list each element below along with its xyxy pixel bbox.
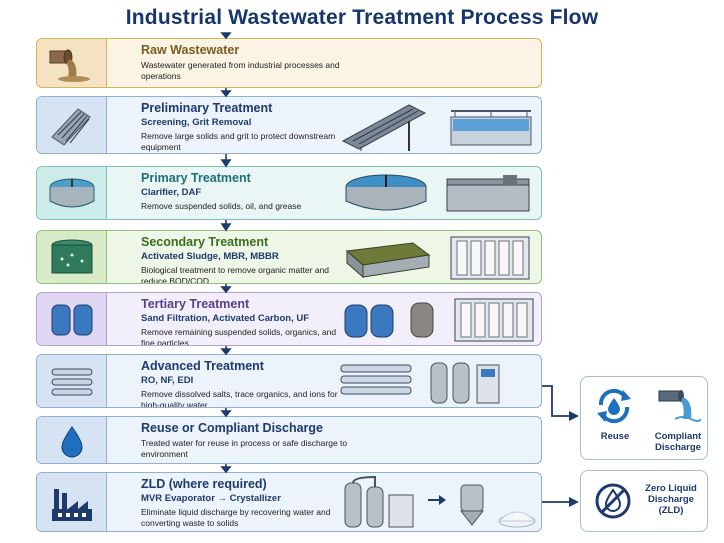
filter-vessels-icon: [48, 299, 96, 341]
stage-subtitle: Clarifier, DAF: [141, 187, 351, 199]
page-title: Industrial Wastewater Treatment Process …: [0, 6, 724, 30]
activated-sludge-basin-illustration: [341, 237, 433, 281]
stage-tertiary-treatment: Tertiary Treatment Sand Filtration, Acti…: [36, 292, 542, 346]
output-compliant-label: Compliant Discharge: [649, 431, 707, 453]
stage-raw-wastewater: Raw Wastewater Wastewater generated from…: [36, 38, 542, 88]
stage-icon-tile: [37, 293, 107, 345]
mvr-evaporator-illustration: [339, 475, 419, 531]
stage-description: Remove large solids and grit to protect …: [141, 131, 351, 153]
stage-subtitle: Sand Filtration, Activated Carbon, UF: [141, 313, 351, 325]
sand-filter-illustration: [341, 297, 399, 343]
stage-heading: ZLD (where required): [141, 477, 351, 492]
stage-icon-tile: [37, 417, 107, 463]
pipe-discharge-icon: [48, 45, 96, 83]
stage-subtitle: MVR Evaporator → Crystallizer: [141, 493, 351, 505]
stage-description: Remove suspended solids, oil, and grease: [141, 201, 351, 212]
circular-clarifier-illustration: [343, 171, 429, 217]
mbr-module-illustration: [447, 233, 533, 283]
stage-description: Treated water for reuse in process or sa…: [141, 438, 351, 460]
edi-unit-illustration: [427, 357, 533, 407]
ro-array-illustration: [337, 359, 417, 405]
stage-primary-treatment: Primary Treatment Clarifier, DAF Remove …: [36, 166, 542, 220]
stage-heading: Reuse or Compliant Discharge: [141, 421, 351, 436]
stage-preliminary-treatment: Preliminary Treatment Screening, Grit Re…: [36, 96, 542, 154]
recycle-drop-icon: [593, 385, 635, 427]
stage-icon-tile: [37, 39, 107, 87]
stage-description: Biological treatment to remove organic m…: [141, 265, 351, 284]
output-reuse-compliant-box: Reuse Compliant Discharge: [580, 376, 708, 460]
arrow-to-crystallizer-icon: [427, 493, 447, 507]
stage-icon-tile: [37, 355, 107, 407]
stage-description: Wastewater generated from industrial pro…: [141, 60, 351, 82]
stage-heading: Raw Wastewater: [141, 43, 351, 58]
no-liquid-discharge-icon: [593, 481, 633, 521]
bar-screen-icon: [48, 103, 96, 147]
stage-heading: Primary Treatment: [141, 171, 351, 186]
stage-secondary-treatment: Secondary Treatment Activated Sludge, MB…: [36, 230, 542, 284]
stage-icon-tile: [37, 97, 107, 153]
output-zld-label: Zero Liquid Discharge (ZLD): [637, 483, 705, 516]
water-drop-icon: [48, 423, 96, 461]
aeration-tank-icon: [48, 237, 96, 279]
stage-description: Eliminate liquid discharge by recovering…: [141, 507, 351, 529]
crystallizer-illustration: [455, 475, 539, 531]
stage-icon-tile: [37, 167, 107, 219]
discharge-pipe-icon: [657, 385, 701, 427]
stage-subtitle: RO, NF, EDI: [141, 375, 351, 387]
clarifier-icon: [48, 173, 96, 213]
stage-heading: Secondary Treatment: [141, 235, 351, 250]
output-zld-box: Zero Liquid Discharge (ZLD): [580, 470, 708, 532]
stage-zld: ZLD (where required) MVR Evaporator → Cr…: [36, 472, 542, 532]
stage-heading: Preliminary Treatment: [141, 101, 351, 116]
stage-heading: Tertiary Treatment: [141, 297, 351, 312]
stage-advanced-treatment: Advanced Treatment RO, NF, EDI Remove di…: [36, 354, 542, 408]
stage-description: Remove dissolved salts, trace organics, …: [141, 389, 351, 408]
carbon-filter-illustration: [407, 297, 437, 343]
stage-icon-tile: [37, 473, 107, 531]
stage-subtitle: Screening, Grit Removal: [141, 117, 351, 129]
stage-subtitle: Activated Sludge, MBR, MBBR: [141, 251, 351, 263]
stage-description: Remove remaining suspended solids, organ…: [141, 327, 351, 346]
output-reuse-label: Reuse: [585, 431, 645, 442]
stage-heading: Advanced Treatment: [141, 359, 351, 374]
ro-skid-icon: [48, 361, 96, 403]
stage-reuse-or-compliant-discharge: Reuse or Compliant Discharge Treated wat…: [36, 416, 542, 464]
stage-icon-tile: [37, 231, 107, 283]
inclined-screen-illustration: [339, 101, 431, 151]
grit-chamber-illustration: [445, 103, 537, 151]
daf-unit-illustration: [443, 173, 533, 217]
factory-icon: [48, 479, 96, 525]
uf-skid-illustration: [451, 295, 537, 345]
